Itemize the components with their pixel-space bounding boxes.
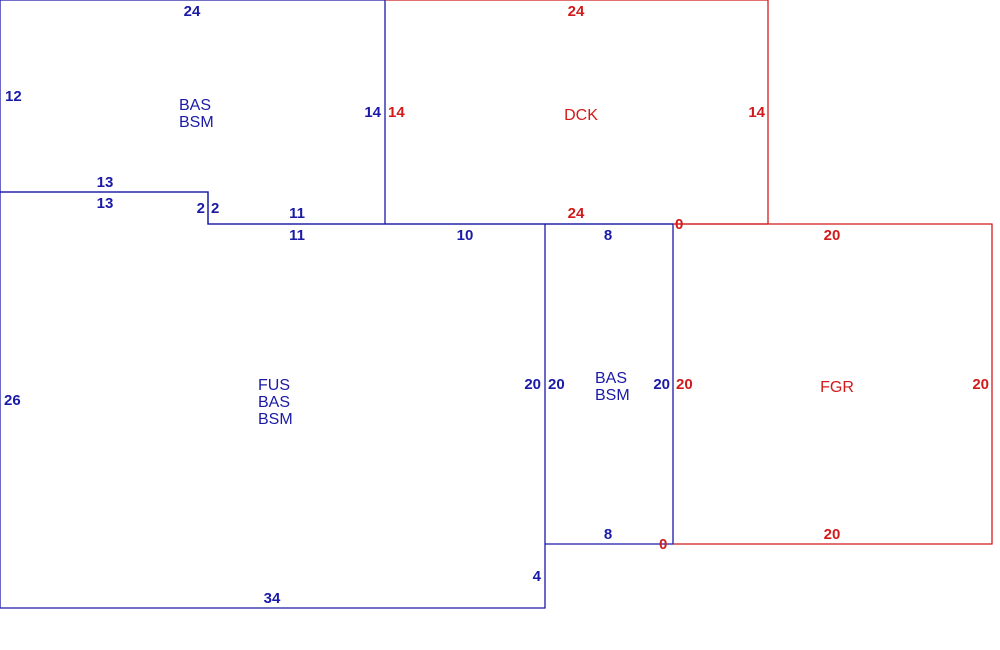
garage-left-dim: 20 (676, 376, 693, 393)
top-left-step-upper-dim: 13 (97, 174, 114, 191)
main-bottom-dim: 34 (264, 590, 281, 607)
middle-right-dim: 20 (653, 376, 670, 393)
garage-corner-dim: 0 (659, 536, 667, 553)
main-step-lower-dim: 13 (97, 195, 114, 212)
garage-bottom-dim: 20 (824, 526, 841, 543)
garage-top-dim: 20 (824, 227, 841, 244)
main-jog-dim: 4 (533, 568, 542, 585)
step-side-right-dim: 2 (211, 200, 219, 217)
top-left-code-1: BAS (179, 97, 211, 114)
middle-code-1: BAS (595, 370, 627, 387)
middle-code-2: BSM (595, 387, 630, 404)
main-right-dim: 20 (524, 376, 541, 393)
main-code-1: FUS (258, 377, 290, 394)
middle-bottom-dim: 8 (604, 526, 612, 543)
garage-right-dim: 20 (972, 376, 989, 393)
garage-outline (673, 223, 993, 545)
deck-left-dim: 14 (388, 104, 405, 121)
top-left-top-dim: 24 (184, 3, 201, 20)
deck-bottom-dim: 24 (568, 205, 585, 222)
step-side-left-dim: 2 (197, 200, 205, 217)
top-left-bottom-dim: 11 (289, 205, 305, 222)
deck-outline (385, 0, 769, 224)
main-code-2: BAS (258, 394, 290, 411)
garage-code: FGR (820, 379, 854, 396)
top-left-code-2: BSM (179, 114, 214, 131)
main-code-3: BSM (258, 411, 293, 428)
deck-corner-dim: 0 (675, 216, 683, 233)
middle-top-dim: 8 (604, 227, 612, 244)
top-left-left-dim: 12 (5, 88, 22, 105)
deck-top-dim: 24 (568, 3, 585, 20)
deck-code: DCK (564, 107, 598, 124)
middle-left-dim: 20 (548, 376, 565, 393)
main-left-dim: 26 (4, 392, 21, 409)
main-top-left-dim: 11 (289, 227, 305, 244)
top-left-right-dim: 14 (364, 104, 381, 121)
main-top-right-dim: 10 (457, 227, 474, 244)
deck-right-dim: 14 (748, 104, 765, 121)
